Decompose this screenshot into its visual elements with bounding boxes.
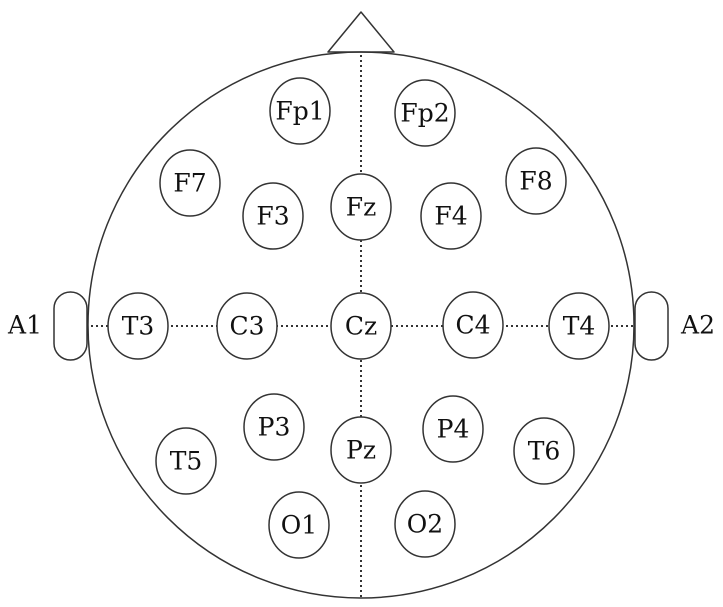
ear-label-a1: A1: [7, 311, 42, 340]
electrode-c4-label: C4: [455, 311, 490, 340]
electrode-t4-label: T4: [563, 312, 596, 341]
electrode-c3-label: C3: [229, 312, 264, 341]
electrode-c3: C3: [216, 292, 278, 360]
electrode-f8-label: F8: [519, 167, 552, 196]
electrode-c4: C4: [442, 291, 504, 359]
electrode-fz-label: Fz: [346, 193, 377, 222]
electrode-f4-label: F4: [434, 202, 467, 231]
electrode-t3-label: T3: [122, 312, 155, 341]
electrode-f3-label: F3: [256, 202, 289, 231]
electrode-t6-label: T6: [528, 437, 561, 466]
nose-marker: [327, 11, 395, 53]
electrode-t5: T5: [155, 427, 217, 495]
electrode-fp2-label: Fp2: [400, 99, 449, 128]
ear-right: [634, 291, 669, 361]
electrode-cz-label: Cz: [345, 312, 377, 341]
electrode-p4: P4: [422, 395, 484, 463]
electrode-t6: T6: [513, 417, 575, 485]
electrode-pz-label: Pz: [346, 436, 376, 465]
electrode-f8: F8: [505, 147, 567, 215]
electrode-t5-label: T5: [170, 447, 203, 476]
electrode-p4-label: P4: [437, 415, 470, 444]
electrode-o2-label: O2: [407, 510, 443, 539]
electrode-o2: O2: [394, 490, 456, 558]
electrode-f3: F3: [242, 182, 304, 250]
electrode-fp1: Fp1: [269, 77, 331, 145]
ear-label-a2: A2: [680, 311, 715, 340]
electrode-fp2: Fp2: [394, 79, 456, 147]
electrode-f4: F4: [420, 182, 482, 250]
ear-left: [53, 291, 88, 361]
electrode-cz: Cz: [330, 292, 392, 360]
electrode-o1: O1: [268, 491, 330, 559]
electrode-p3-label: P3: [258, 413, 291, 442]
electrode-t4: T4: [548, 292, 610, 360]
electrode-pz: Pz: [330, 416, 392, 484]
electrode-fz: Fz: [330, 173, 392, 241]
electrode-f7: F7: [159, 149, 221, 217]
electrode-fp1-label: Fp1: [275, 97, 324, 126]
electrode-p3: P3: [243, 393, 305, 461]
electrode-o1-label: O1: [281, 511, 317, 540]
electrode-t3: T3: [107, 292, 169, 360]
electrode-f7-label: F7: [173, 169, 206, 198]
head-outline: [87, 51, 635, 599]
